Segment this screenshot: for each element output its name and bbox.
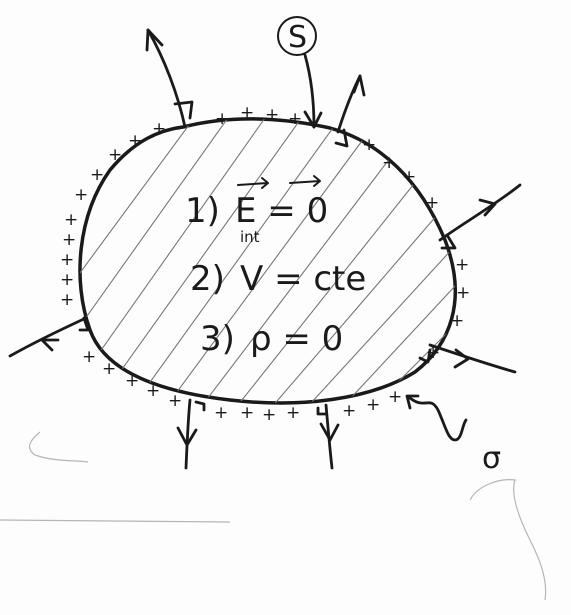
charge-plus: + bbox=[214, 403, 228, 423]
faint-mark-left bbox=[30, 432, 88, 462]
charge-plus: + bbox=[82, 347, 96, 367]
property-3: 3) ρ = 0 bbox=[200, 319, 343, 359]
surface-label: S bbox=[288, 20, 307, 55]
charge-plus: + bbox=[108, 145, 122, 165]
charge-plus: + bbox=[455, 255, 469, 275]
charge-plus: + bbox=[288, 109, 302, 129]
charge-plus: + bbox=[240, 103, 254, 123]
charge-plus: + bbox=[60, 290, 74, 310]
charge-plus: + bbox=[342, 401, 356, 421]
charge-plus: + bbox=[146, 381, 160, 401]
property-1-number: 1) bbox=[185, 191, 220, 231]
charge-plus: + bbox=[362, 135, 376, 155]
property-1-subscript: int bbox=[240, 228, 260, 246]
field-line-left bbox=[10, 318, 88, 356]
faint-mark-right bbox=[470, 480, 546, 600]
charge-plus: + bbox=[64, 210, 78, 230]
charge-plus: + bbox=[168, 391, 182, 411]
field-line-bottom-right bbox=[318, 405, 338, 468]
property-1-text: E = 0 bbox=[235, 191, 328, 231]
charge-density-group: σ bbox=[407, 396, 501, 476]
charge-plus: + bbox=[152, 119, 166, 139]
charge-plus: + bbox=[366, 395, 380, 415]
property-3-number: 3) bbox=[200, 319, 235, 359]
charge-plus: + bbox=[265, 105, 279, 125]
charge-plus: + bbox=[382, 153, 396, 173]
property-1: 1) E = 0 int bbox=[185, 176, 328, 246]
sigma-pointer bbox=[410, 398, 466, 440]
charge-plus: + bbox=[215, 109, 229, 129]
property-2-text: V = cte bbox=[240, 259, 366, 299]
charge-plus: + bbox=[74, 185, 88, 205]
charge-plus: + bbox=[125, 371, 139, 391]
charge-plus: + bbox=[426, 343, 440, 363]
property-3-text: ρ = 0 bbox=[250, 319, 343, 359]
charge-plus: + bbox=[128, 131, 142, 151]
charge-plus: + bbox=[60, 250, 74, 270]
charge-plus: + bbox=[240, 403, 254, 423]
charge-plus: + bbox=[60, 270, 74, 290]
charge-plus: + bbox=[402, 167, 416, 187]
charge-plus: + bbox=[62, 230, 76, 250]
charge-plus: + bbox=[456, 283, 470, 303]
faint-line-bottom bbox=[0, 520, 230, 522]
charge-plus: + bbox=[450, 311, 464, 331]
charge-plus: + bbox=[262, 405, 276, 425]
property-2: 2) V = cte bbox=[190, 259, 366, 299]
charge-plus: + bbox=[388, 387, 402, 407]
charge-plus: + bbox=[425, 193, 439, 213]
charge-density-label: σ bbox=[482, 441, 501, 476]
property-2-number: 2) bbox=[190, 259, 225, 299]
field-line-right-upper bbox=[440, 185, 520, 248]
field-line-top-left bbox=[147, 30, 192, 127]
charge-plus: + bbox=[102, 359, 116, 379]
charge-plus: + bbox=[286, 403, 300, 423]
charge-plus: + bbox=[90, 165, 104, 185]
